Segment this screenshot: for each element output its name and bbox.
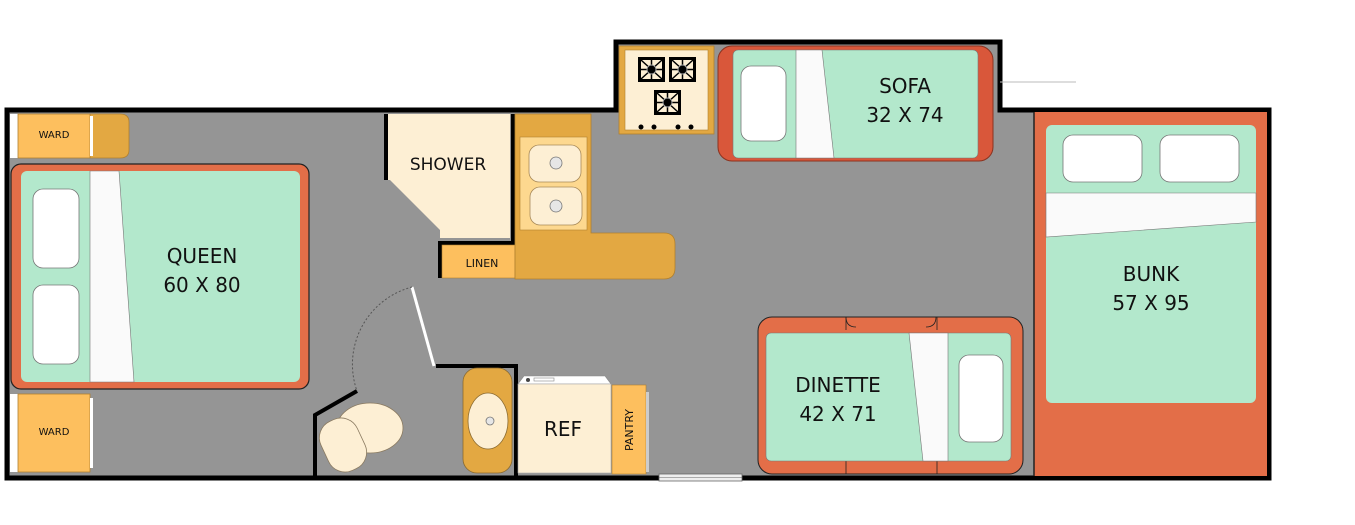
burner-icon [654, 90, 681, 115]
ward-bottom-label: WARD [39, 427, 70, 438]
pillow [32, 188, 80, 269]
burner-icon [638, 57, 665, 82]
queen-name: QUEEN [167, 244, 238, 268]
bunk-bed[interactable]: BUNK 57 X 95 [1033, 112, 1267, 476]
wardrobe-bottom[interactable]: WARD [10, 393, 93, 473]
pantry-label: PANTRY [623, 409, 636, 451]
stove[interactable] [618, 45, 715, 135]
wardrobe-top[interactable]: WARD [10, 113, 130, 159]
bunk-name: BUNK [1123, 262, 1180, 286]
drain-icon [549, 199, 563, 213]
ref-label: REF [544, 417, 582, 441]
drain-icon [549, 156, 563, 170]
queen-bed[interactable]: QUEEN 60 X 80 [10, 163, 310, 390]
entry-door-step[interactable] [658, 473, 743, 482]
pillow [1062, 134, 1143, 183]
burner-icon [669, 57, 696, 82]
pantry[interactable]: PANTRY [611, 384, 649, 475]
refrigerator[interactable]: REF [517, 375, 612, 474]
pillow [32, 284, 80, 365]
pillow [1159, 134, 1240, 183]
sofa-size: 32 X 74 [866, 103, 943, 127]
dinette-name: DINETTE [795, 373, 881, 397]
bathroom-sink[interactable] [462, 367, 513, 474]
sofa[interactable]: SOFA 32 X 74 [717, 45, 994, 162]
exterior-wall [4, 39, 1272, 481]
ward-top-label: WARD [39, 130, 70, 141]
stove-knobs [638, 124, 694, 130]
drain-icon [485, 416, 495, 426]
kitchen-counter[interactable] [514, 113, 676, 280]
bathroom-walls [313, 364, 518, 478]
sofa-name: SOFA [879, 74, 931, 98]
bunk-size: 57 X 95 [1112, 291, 1189, 315]
shower-label: SHOWER [410, 155, 487, 175]
linen-label: LINEN [466, 257, 499, 270]
queen-size: 60 X 80 [163, 273, 240, 297]
cushion [740, 65, 787, 142]
bathroom-door[interactable] [351, 286, 436, 392]
cushion [958, 354, 1004, 443]
linen-cabinet[interactable]: LINEN [441, 244, 516, 279]
shower[interactable]: SHOWER [384, 114, 515, 278]
dinette[interactable]: DINETTE 42 X 71 [757, 316, 1024, 475]
dinette-size: 42 X 71 [799, 402, 876, 426]
toilet[interactable] [313, 402, 404, 478]
